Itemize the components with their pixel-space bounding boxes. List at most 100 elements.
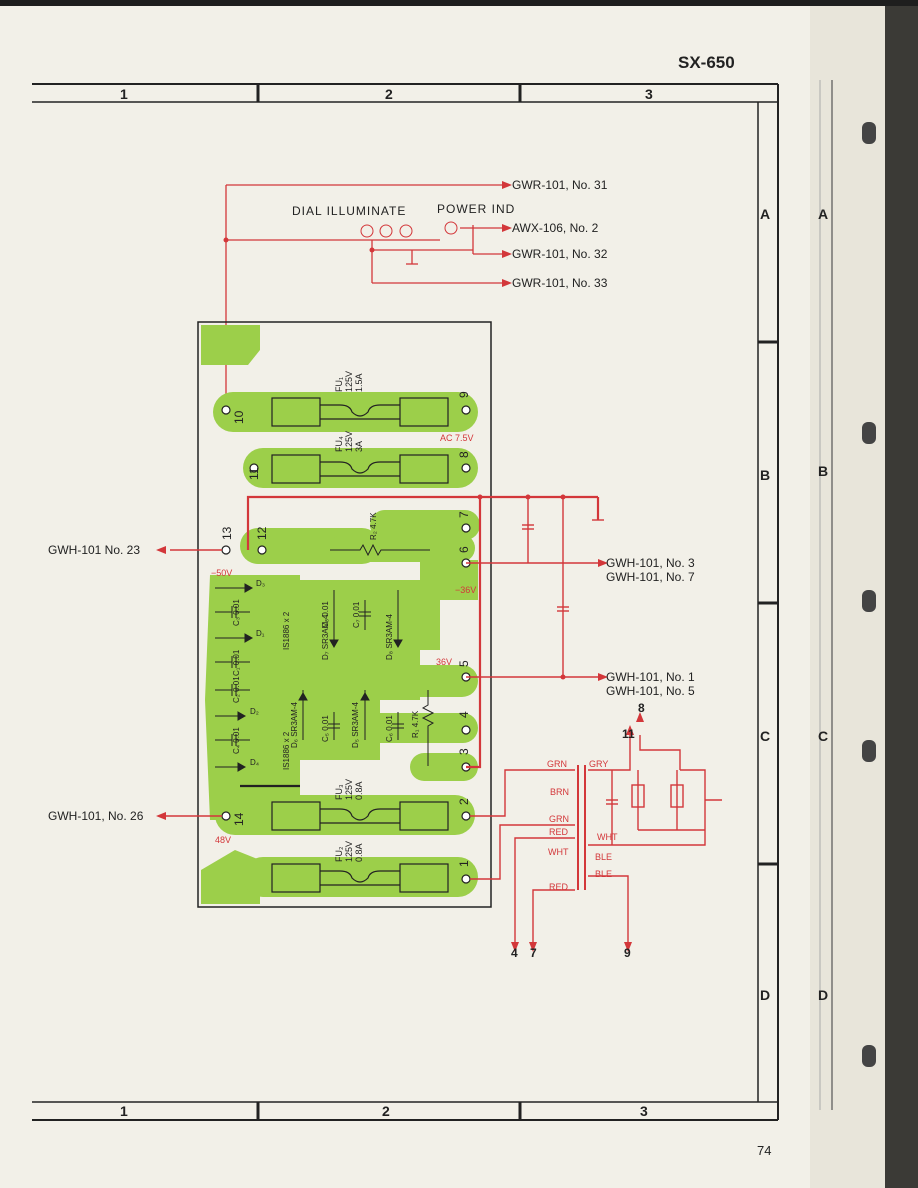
d8-label: D₈ SR3AM-4	[385, 613, 394, 660]
wire-red-top: RED	[549, 827, 569, 837]
wire-wht-right: WHT	[597, 832, 618, 842]
terminal-9: 9	[457, 391, 471, 398]
ac-7.5v-label: AC 7.5V	[440, 433, 474, 443]
power-ind-label: POWER IND	[437, 202, 515, 216]
gwh-no1-label: GWH-101, No. 1	[606, 670, 695, 684]
terminal-4: 4	[457, 711, 471, 718]
wire-grn-top: GRN	[547, 759, 567, 769]
binder-holes	[862, 122, 876, 1067]
column-label-3: 3	[645, 86, 653, 102]
lamp-arrows	[502, 181, 512, 287]
terminal-8: 8	[457, 451, 471, 458]
lamp-bulbs	[360, 221, 458, 238]
r1-label: R₁ 4.7K	[411, 710, 420, 738]
row-label-d-edge: D	[818, 987, 828, 1003]
transformer-terminal-8: 8	[638, 701, 645, 715]
c1-label: C₁ 0.01	[232, 649, 241, 676]
terminal-14: 14	[232, 812, 246, 826]
model-title: SX-650	[678, 53, 735, 72]
fu2-label: FU₂	[334, 846, 344, 862]
wire-gry: GRY	[589, 759, 608, 769]
connector-gwr-32: GWR-101, No. 32	[512, 247, 608, 261]
wire-ble-top: BLE	[595, 852, 612, 862]
gwh-no26-label: GWH-101, No. 26	[48, 809, 144, 823]
terminal-pads	[221, 405, 471, 884]
pos36v-label: 36V	[436, 657, 452, 667]
is1886-bottom-label: IS1886 x 2	[282, 731, 291, 770]
fu1-label: FU₁	[334, 377, 344, 392]
c4-label: C₄ 0.01	[232, 727, 241, 754]
terminal-1: 1	[457, 860, 471, 867]
dial-illuminate-label: DIAL ILLUMINATE	[292, 204, 406, 218]
c3-label: C₃ 0.01	[232, 599, 241, 626]
column-label-1: 1	[120, 86, 128, 102]
board-components	[215, 543, 435, 788]
column-label-2-bottom: 2	[382, 1103, 390, 1119]
pos48v-label: 48V	[215, 835, 231, 845]
fu4-current: 3A	[354, 441, 364, 452]
c7-label: C₇ 0.01	[352, 601, 361, 628]
fu2-current: 0.8A	[354, 843, 364, 862]
row-label-b-edge: B	[818, 463, 828, 479]
d6-label: D₆ SR3AM-4	[290, 702, 299, 748]
neg50v-label: −50V	[211, 568, 232, 578]
gwh-no5-label: GWH-101, No. 5	[606, 684, 695, 698]
fuse-holders	[271, 397, 449, 893]
terminal-5: 5	[457, 660, 471, 667]
transformer-terminal-4: 4	[511, 946, 518, 960]
row-label-a: A	[760, 206, 770, 222]
lamp-wiring	[225, 184, 505, 410]
top-edge	[0, 0, 918, 6]
c5-label: C₅ 0.01	[321, 715, 330, 742]
terminal-11: 11	[247, 467, 261, 480]
connector-gwr-33: GWR-101, No. 33	[512, 276, 608, 290]
connector-gwr-31: GWR-101, No. 31	[512, 178, 608, 192]
d7-label: D₇ SR3AM-4	[321, 614, 330, 660]
row-label-d: D	[760, 987, 770, 1003]
row-label-b: B	[760, 467, 770, 483]
is1886-top-label: IS1886 x 2	[282, 611, 291, 650]
pcb-copper	[201, 325, 480, 904]
d1-label: D₁	[256, 629, 265, 638]
wire-grn-mid: GRN	[549, 814, 569, 824]
gwh-no3-label: GWH-101, No. 3	[606, 556, 695, 570]
fu4-rating: 125V	[344, 431, 354, 452]
wire-ble-bottom: BLE	[595, 869, 612, 879]
binder-edge	[885, 0, 918, 1188]
page-number: 74	[757, 1143, 771, 1158]
fu3-label: FU₃	[334, 784, 344, 800]
terminal-7: 7	[457, 511, 471, 518]
fu3-current: 0.8A	[354, 781, 364, 800]
drawing-frame	[32, 83, 779, 1121]
d2-label: D₂	[250, 707, 259, 716]
junction-dots	[223, 237, 566, 680]
d4-label: D₄	[250, 758, 259, 767]
fu1-rating: 125V	[344, 371, 354, 392]
terminal-2: 2	[457, 798, 471, 805]
fu3-rating: 125V	[344, 779, 354, 800]
d3-label: D₃	[256, 579, 265, 588]
transformer-terminal-7: 7	[530, 946, 537, 960]
row-label-c: C	[760, 728, 770, 744]
transformer-terminal-11: 11	[622, 727, 635, 741]
pcb-outline	[197, 321, 492, 908]
d5-label: D₅ SR3AM-4	[351, 702, 360, 748]
c6-label: C₆ 0.01	[385, 715, 394, 742]
c2-label: C₂ 0.01	[232, 676, 241, 703]
c8-label: C₈ 0.01	[321, 601, 330, 628]
column-label-1-bottom: 1	[120, 1103, 128, 1119]
wire-wht-left: WHT	[548, 847, 569, 857]
neg36v-label: −36V	[455, 585, 476, 595]
column-label-3-bottom: 3	[640, 1103, 648, 1119]
gwh-no23-label: GWH-101 No. 23	[48, 543, 140, 557]
terminal-10: 10	[232, 410, 246, 424]
column-label-2: 2	[385, 86, 393, 102]
r2-label: R₂ 4.7K	[369, 512, 378, 540]
transformer-terminal-9: 9	[624, 946, 631, 960]
row-label-c-edge: C	[818, 728, 828, 744]
terminal-6: 6	[457, 546, 471, 553]
external-wiring	[164, 495, 722, 945]
external-arrows	[156, 546, 644, 952]
terminal-12: 12	[255, 526, 269, 540]
